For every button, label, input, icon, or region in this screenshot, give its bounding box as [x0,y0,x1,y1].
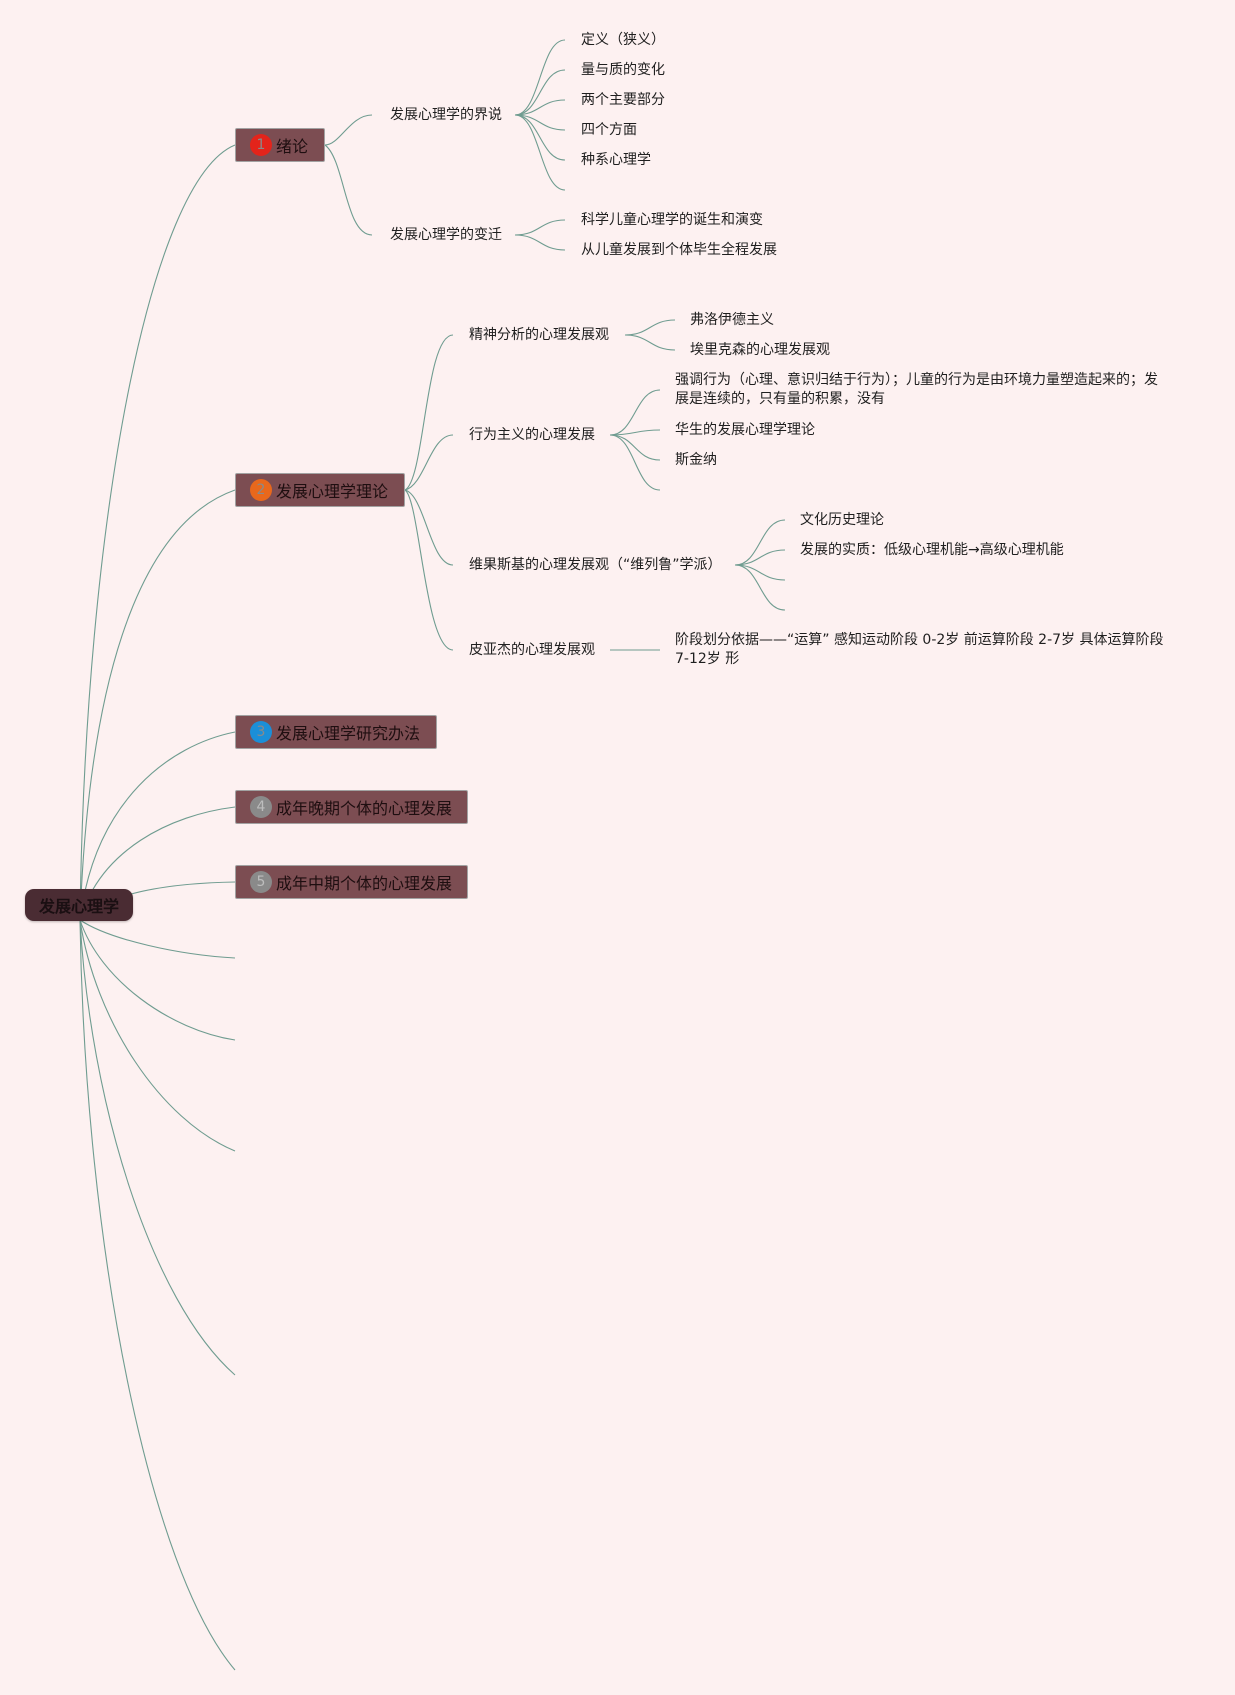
topic-3-node[interactable]: 3 发展心理学研究办法 [235,715,437,749]
topic-4-node[interactable]: 4 成年晚期个体的心理发展 [235,790,468,824]
link-root-empty-5 [79,919,236,1671]
topic-5-node[interactable]: 5 成年中期个体的心理发展 [235,865,468,899]
subtopic-psychoanalysis[interactable]: 精神分析的心理发展观 [469,327,609,343]
link-root-topic-3 [79,731,236,921]
root-label: 发展心理学 [38,897,119,916]
topic-2-label: 发展心理学理论 [276,482,389,501]
link-root-topic-1 [79,144,236,921]
subtopic-behaviorism[interactable]: 行为主义的心理发展 [469,427,595,443]
topic-2-number-badge: 2 [250,479,272,501]
link-root-empty-3 [79,919,236,1152]
topic-5-number-badge: 5 [250,871,272,893]
leaf-item[interactable]: 科学儿童心理学的诞生和演变 [581,212,763,228]
leaf-item[interactable]: 定义（狭义） [581,32,665,48]
topic-1-node[interactable]: 1 绪论 [235,128,325,162]
root-node[interactable]: 发展心理学 [25,889,133,921]
leaf-item[interactable]: 两个主要部分 [581,92,665,108]
leaf-item[interactable]: 从儿童发展到个体毕生全程发展 [581,242,777,258]
topic-1-label: 绪论 [276,137,309,156]
subtopic-history[interactable]: 发展心理学的变迁 [390,227,502,243]
topic-4-label: 成年晚期个体的心理发展 [276,799,453,818]
leaf-item[interactable]: 强调行为（心理、意识归结于行为）；儿童的行为是由环境力量塑造起来的；发展是连续的… [675,372,1158,407]
link-root-empty-4 [79,919,236,1376]
link-root-topic-2 [79,489,236,921]
leaf-item[interactable]: 种系心理学 [581,152,651,168]
leaf-item[interactable]: 阶段划分依据——“运算” 感知运动阶段 0-2岁 前运算阶段 2-7岁 具体运算… [675,632,1164,667]
leaf-item[interactable]: 四个方面 [581,122,637,138]
leaf-item[interactable]: 量与质的变化 [581,62,665,78]
topic-1-number-badge: 1 [250,134,272,156]
subtopic-piaget[interactable]: 皮亚杰的心理发展观 [469,642,595,658]
topic-4-number-badge: 4 [250,796,272,818]
leaf-item[interactable]: 发展的实质：低级心理机能→高级心理机能 [800,542,1064,558]
topic-3-number-badge: 3 [250,721,272,743]
link-root-empty-1 [79,919,236,959]
leaf-item[interactable]: 斯金纳 [675,452,717,468]
leaf-item[interactable]: 文化历史理论 [800,512,884,528]
leaf-item[interactable]: 华生的发展心理学理论 [675,422,815,438]
leaf-item[interactable]: 埃里克森的心理发展观 [690,342,830,358]
topic-2-node[interactable]: 2 发展心理学理论 [235,473,405,507]
link-root-empty-2 [79,919,236,1041]
topic-5-label: 成年中期个体的心理发展 [276,874,453,893]
leaf-item[interactable]: 弗洛伊德主义 [690,312,774,328]
subtopic-vygotsky[interactable]: 维果斯基的心理发展观（“维列鲁”学派） [469,557,722,573]
subtopic-definition[interactable]: 发展心理学的界说 [390,107,502,123]
topic-3-label: 发展心理学研究办法 [276,724,421,743]
